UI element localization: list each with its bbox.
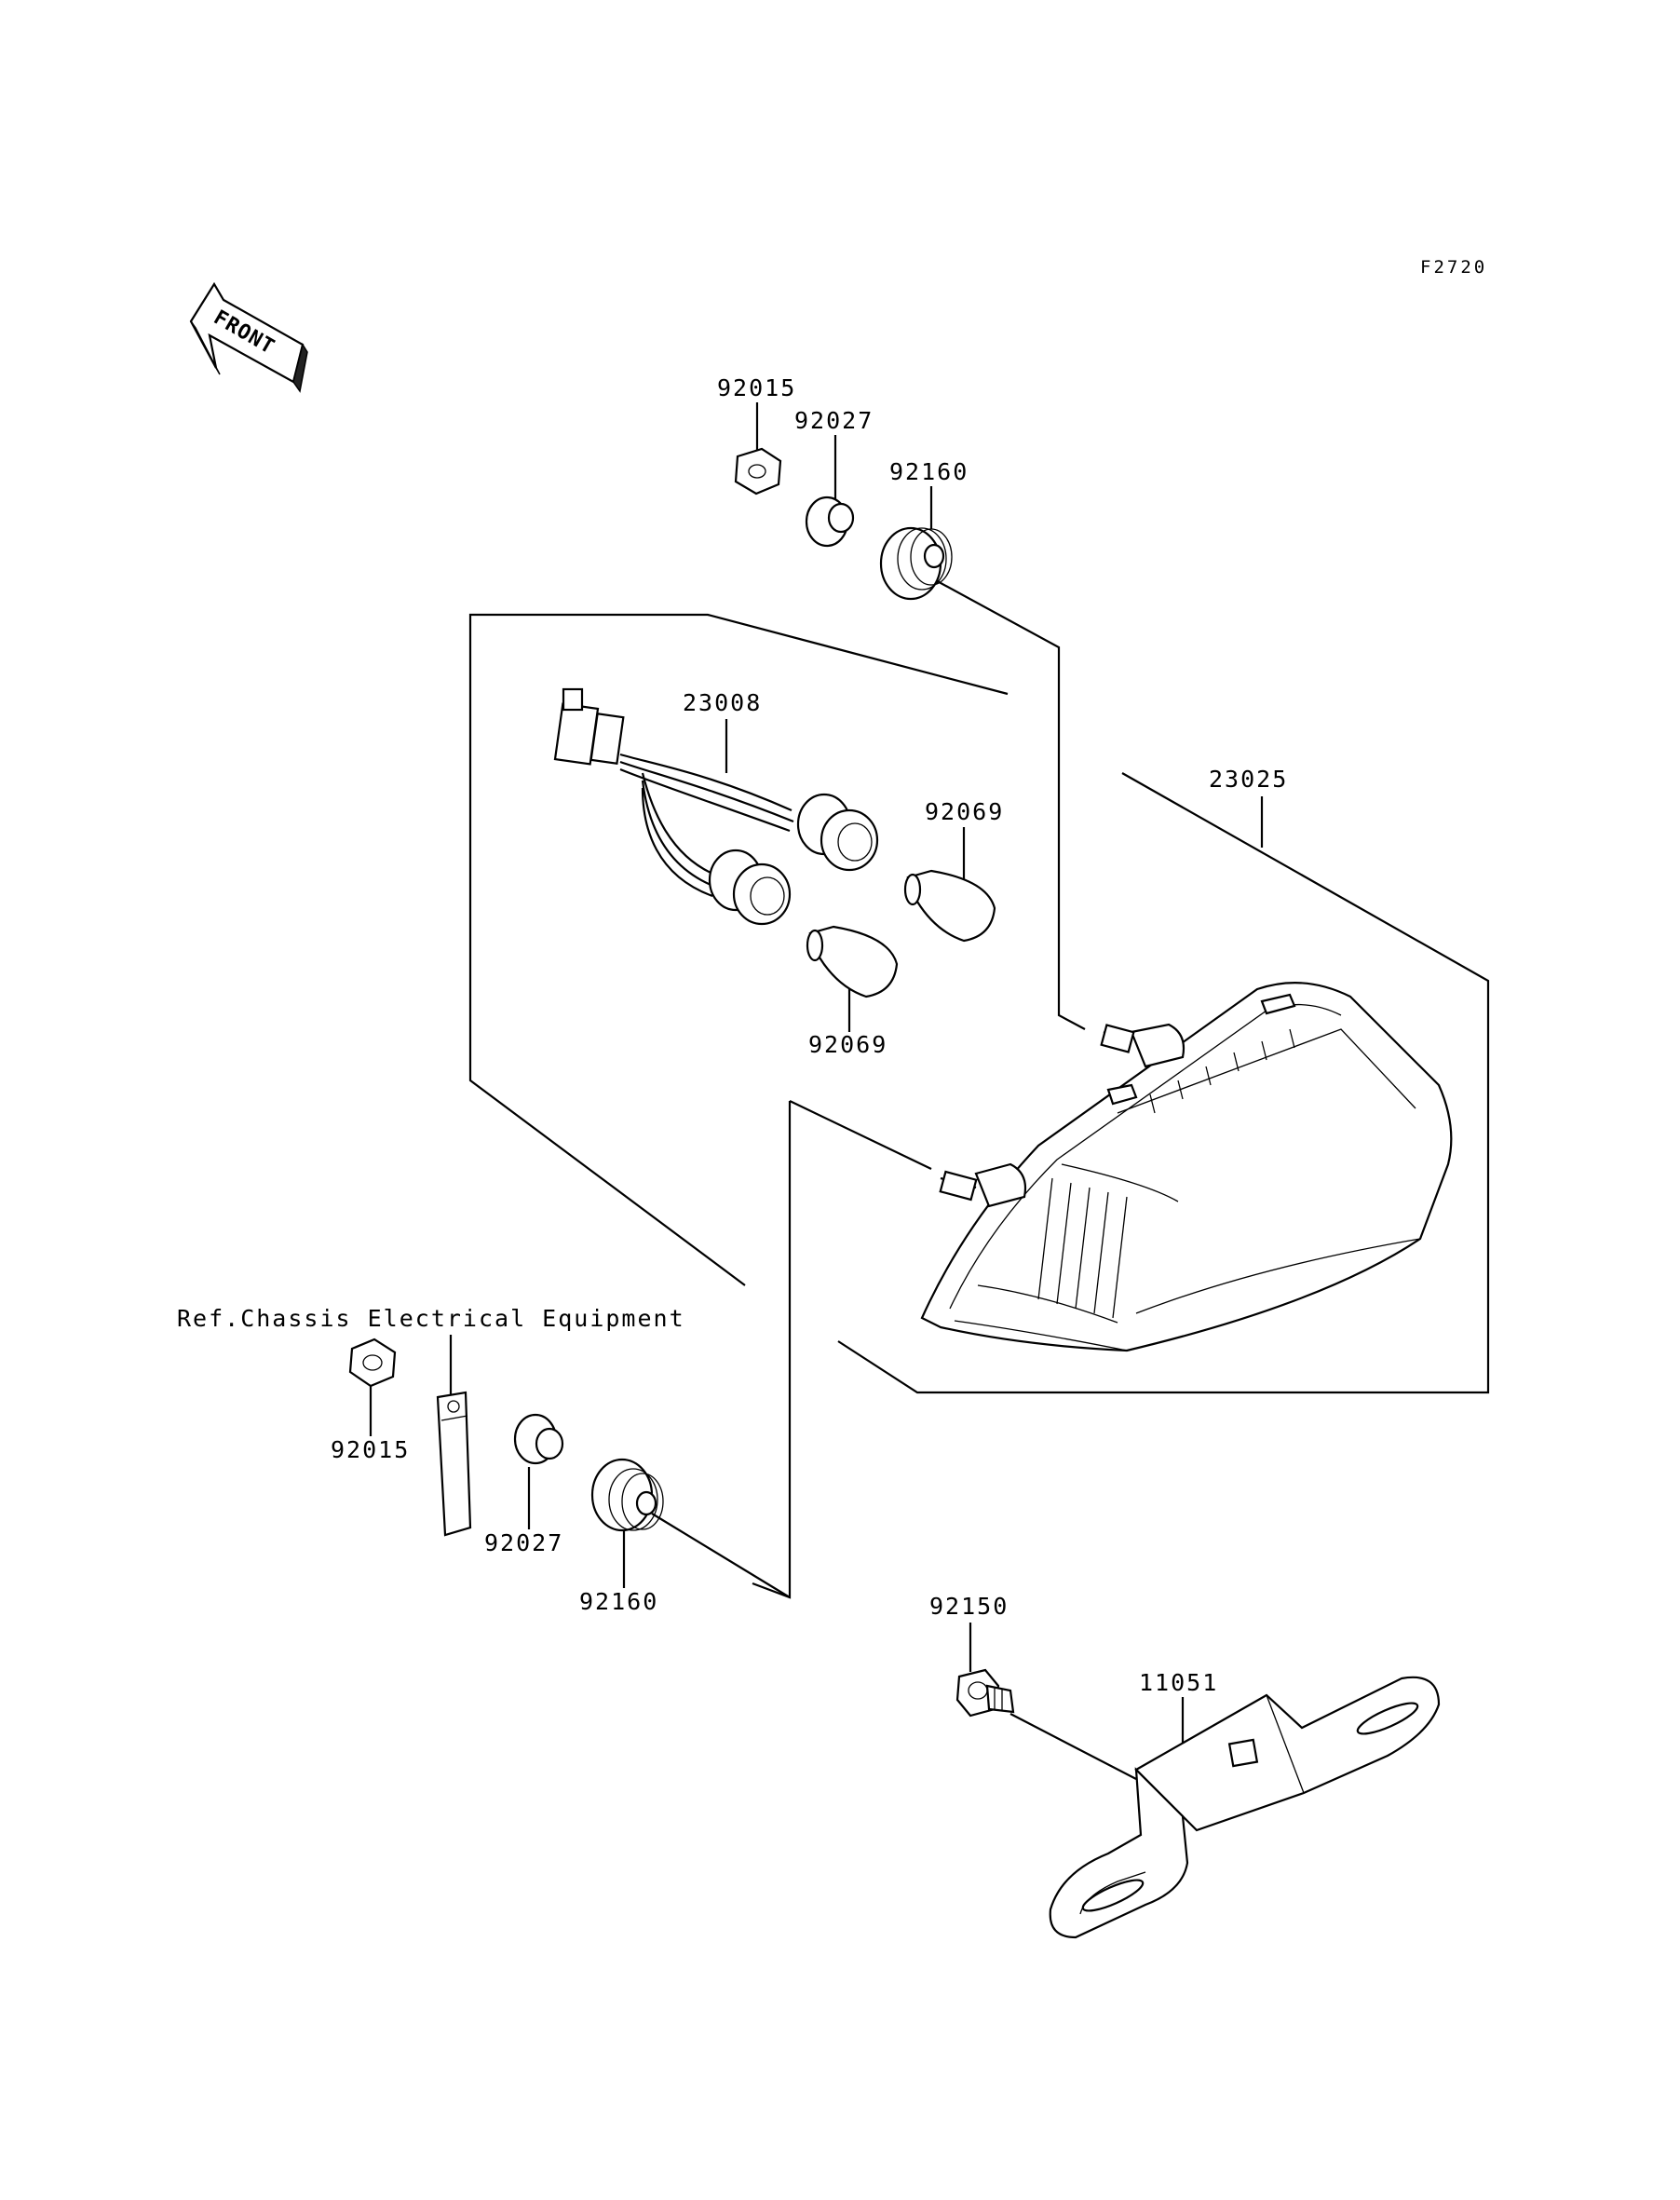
label-collar-bottom: 92027 — [484, 1529, 563, 1556]
label-bracket: 11051 — [1139, 1669, 1218, 1696]
label-collar-top: 92027 — [794, 407, 874, 434]
grommet-bottom — [590, 1458, 664, 1532]
label-nut-top: 92015 — [717, 374, 796, 401]
nut-bottom — [348, 1338, 397, 1388]
collar-top — [805, 496, 855, 548]
bulb-left — [806, 925, 899, 998]
label-bulb-right: 92069 — [925, 798, 1004, 825]
bracket — [1049, 1676, 1441, 1939]
tail-lamp-assy — [920, 982, 1453, 1352]
collar-bottom — [513, 1413, 564, 1465]
figure-code: F2720 — [1420, 257, 1487, 278]
label-bolt: 92150 — [929, 1593, 1009, 1620]
bulb-right — [903, 869, 996, 943]
nut-top — [734, 447, 782, 496]
reference-note: Ref.Chassis Electrical Equipment — [177, 1305, 685, 1332]
bolt — [955, 1668, 1015, 1718]
studs — [939, 1024, 1135, 1202]
label-grommet-bottom: 92160 — [579, 1588, 658, 1615]
ground-terminal — [436, 1391, 472, 1537]
label-wiring-harness: 23008 — [683, 689, 762, 716]
front-arrow-icon: FRONT — [189, 281, 308, 393]
grommet-top — [879, 526, 953, 601]
label-nut-bottom: 92015 — [331, 1436, 410, 1463]
assembly-frame-lines — [468, 572, 1490, 1780]
wiring-harness — [553, 687, 879, 926]
label-grommet-top: 92160 — [889, 458, 969, 485]
label-tail-lamp-assy: 23025 — [1209, 766, 1288, 793]
label-bulb-left: 92069 — [808, 1031, 887, 1058]
